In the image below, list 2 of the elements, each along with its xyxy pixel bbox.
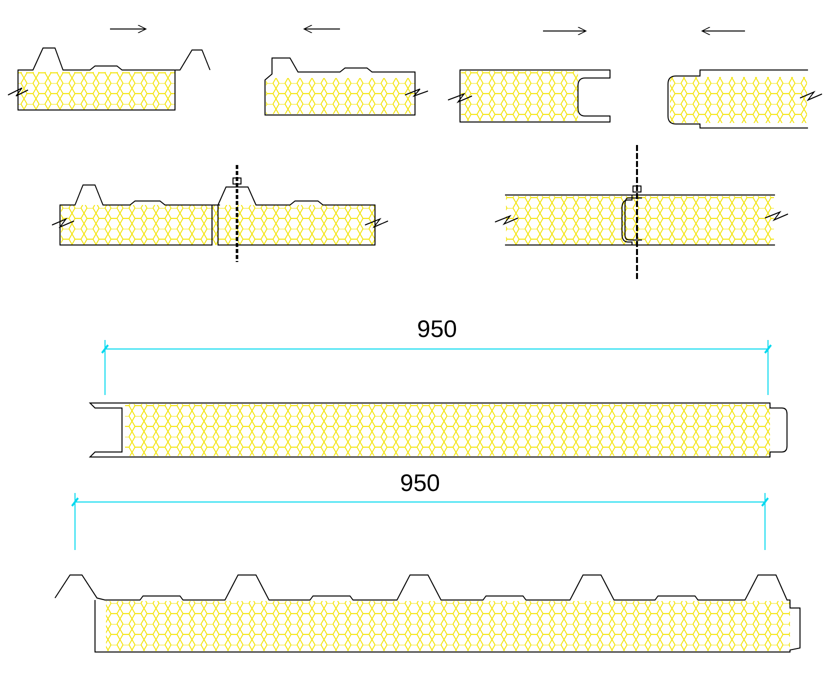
dimension-label: 950 — [416, 318, 458, 342]
dimension-label: 950 — [400, 472, 440, 496]
